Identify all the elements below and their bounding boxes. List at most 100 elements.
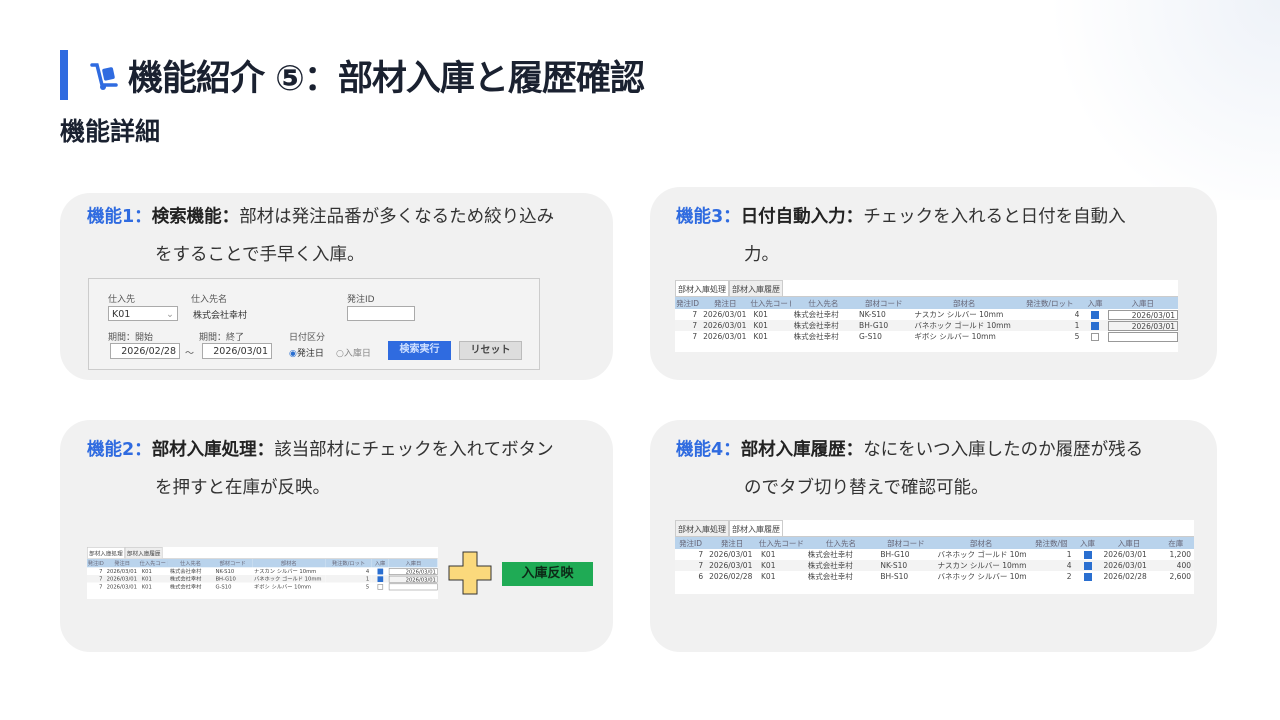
column-header: 仕入先コード xyxy=(758,537,805,549)
receive-date-input[interactable]: 2026/03/01 xyxy=(1107,309,1178,320)
start-date-input[interactable]: 2026/02/28 xyxy=(110,343,180,359)
radio-label: 入庫日 xyxy=(343,349,371,359)
supplier-label: 仕入先 xyxy=(108,295,136,305)
table-cell: ギボシ シルバー 10mm xyxy=(914,332,996,341)
receive-date-input[interactable]: 2026/03/01 xyxy=(388,575,438,583)
table-cell: 7 xyxy=(99,568,103,575)
table-cell: 2026/03/01 xyxy=(104,575,140,583)
receive-date-input[interactable]: 2026/03/01 xyxy=(388,567,438,575)
received-checkbox[interactable] xyxy=(377,584,383,590)
tab-receiving[interactable]: 部材入庫処理 xyxy=(87,547,125,559)
table-cell: 2026/03/01 xyxy=(106,583,137,590)
table-cell: 2,600 xyxy=(1169,572,1191,581)
page-title: 機能紹介 ⑤：部材入庫と履歴確認 xyxy=(88,50,645,101)
stock-reflect-label: 入庫反映 xyxy=(502,562,593,586)
feature-4-desc: 機能4：部材入庫履歴：なにをいつ入庫したのか履歴が残るのでタブ切り替えで確認可能… xyxy=(676,431,1143,507)
tab-history[interactable]: 部材入庫履歴 xyxy=(124,547,163,559)
receiving-screenshot: 部材入庫処理部材入庫履歴発注ID発注日仕入先コード仕入先名部材コード部材名発注数… xyxy=(675,280,1178,352)
table-cell: 2026/03/01 xyxy=(700,320,751,331)
feature-text: を押すと在庫が反映。 xyxy=(155,478,330,498)
received-checkbox[interactable] xyxy=(377,576,383,582)
table-cell: 2026/03/01 xyxy=(106,568,137,575)
table-cell: バネホック シルバー 10m xyxy=(937,572,1027,581)
search-button[interactable]: 検索実行 xyxy=(388,341,451,360)
column-header: 部材コード xyxy=(877,537,935,549)
received-cell xyxy=(1082,331,1107,342)
reset-button[interactable]: リセット xyxy=(459,341,522,360)
feature-card-2 xyxy=(60,420,613,652)
table-cell: 4 xyxy=(1027,560,1075,571)
tab-receiving[interactable]: 部材入庫処理 xyxy=(675,520,729,536)
radio-order-date[interactable]: ◉発注日 xyxy=(289,346,324,359)
table-cell: 株式会社幸村 xyxy=(804,560,878,571)
supplier-select[interactable]: K01⌄ xyxy=(108,306,178,321)
table-cell: 4 xyxy=(1074,310,1080,319)
column-header: 発注日 xyxy=(700,297,751,309)
column-header: 仕入先コード xyxy=(750,297,791,309)
receive-date-input[interactable]: 2026/03/01 xyxy=(1107,320,1178,331)
received-checkbox[interactable] xyxy=(1083,551,1092,559)
column-header: 発注日 xyxy=(706,537,759,549)
table-cell: 2026/03/01 xyxy=(703,310,747,319)
table-cell: 2026/03/01 xyxy=(1103,550,1147,559)
table-cell: 2 xyxy=(1066,572,1072,581)
order-id-input[interactable] xyxy=(347,306,415,321)
column-header: 部材名 xyxy=(911,297,1018,309)
column-header: 入庫 xyxy=(371,558,389,568)
tab-history[interactable]: 部材入庫履歴 xyxy=(729,520,783,536)
received-checkbox[interactable] xyxy=(1090,311,1099,319)
end-date-input[interactable]: 2026/03/01 xyxy=(202,343,272,359)
received-cell xyxy=(1082,309,1107,320)
table-cell: 7 xyxy=(87,575,105,583)
column-header: 部材名 xyxy=(251,558,326,568)
table-cell: NK-S10 xyxy=(215,568,235,575)
column-header: 仕入先名 xyxy=(790,297,857,309)
table-cell: K01 xyxy=(753,332,768,341)
table-cell: 2026/02/28 xyxy=(709,572,753,581)
table-cell: ナスカン シルバー 10mm xyxy=(914,310,1004,319)
received-checkbox[interactable] xyxy=(1083,562,1092,570)
table-cell: K01 xyxy=(761,572,776,581)
table-cell: 2026/02/28 xyxy=(1103,572,1147,581)
column-header: 発注数/個 xyxy=(1027,537,1075,549)
table-cell: 株式会社幸村 xyxy=(169,583,202,590)
table-cell: 2026/03/01 xyxy=(706,560,759,571)
table-cell: 株式会社幸村 xyxy=(793,310,839,319)
column-header: 入庫日 xyxy=(1107,297,1178,309)
received-cell xyxy=(371,575,389,583)
column-header: 発注数/ロット xyxy=(1017,297,1083,309)
tab-receiving[interactable]: 部材入庫処理 xyxy=(675,280,729,296)
table-cell: K01 xyxy=(758,560,805,571)
received-cell xyxy=(371,567,389,575)
table-cell: 7 xyxy=(675,560,707,571)
title-accent-bar xyxy=(60,50,68,100)
order-id-label: 発注ID xyxy=(347,295,375,305)
received-checkbox[interactable] xyxy=(1090,322,1099,330)
column-header: 発注ID xyxy=(675,537,707,549)
table-cell: 1 xyxy=(1017,320,1083,331)
table-cell: 400 xyxy=(1157,560,1194,571)
table-cell: ギボシ シルバー 10mm xyxy=(254,583,312,590)
received-checkbox[interactable] xyxy=(1083,573,1092,581)
table-cell: バネホック ゴールド 10mm xyxy=(251,575,326,583)
received-checkbox[interactable] xyxy=(1090,333,1099,341)
feature-text: をすることで手早く入庫。 xyxy=(155,245,365,265)
chevron-down-icon: ⌄ xyxy=(166,309,174,320)
feature-name: 部材入庫履歴： xyxy=(740,440,864,460)
feature-1-desc: 機能1：検索機能：部材は発注品番が多くなるため絞り込みをすることで手早く入庫。 xyxy=(87,198,554,274)
received-checkbox[interactable] xyxy=(377,568,383,575)
column-header: 部材コード xyxy=(213,558,252,568)
table-cell: 株式会社幸村 xyxy=(790,320,857,331)
receive-date-input[interactable] xyxy=(388,583,438,591)
table-cell: K01 xyxy=(753,310,768,319)
tab-history[interactable]: 部材入庫履歴 xyxy=(729,280,783,296)
receive-date-input[interactable] xyxy=(1107,331,1178,342)
radio-receive-date[interactable]: ○入庫日 xyxy=(336,346,371,359)
end-date-label: 期間：終了 xyxy=(199,333,245,343)
table-cell: 4 xyxy=(365,568,370,575)
